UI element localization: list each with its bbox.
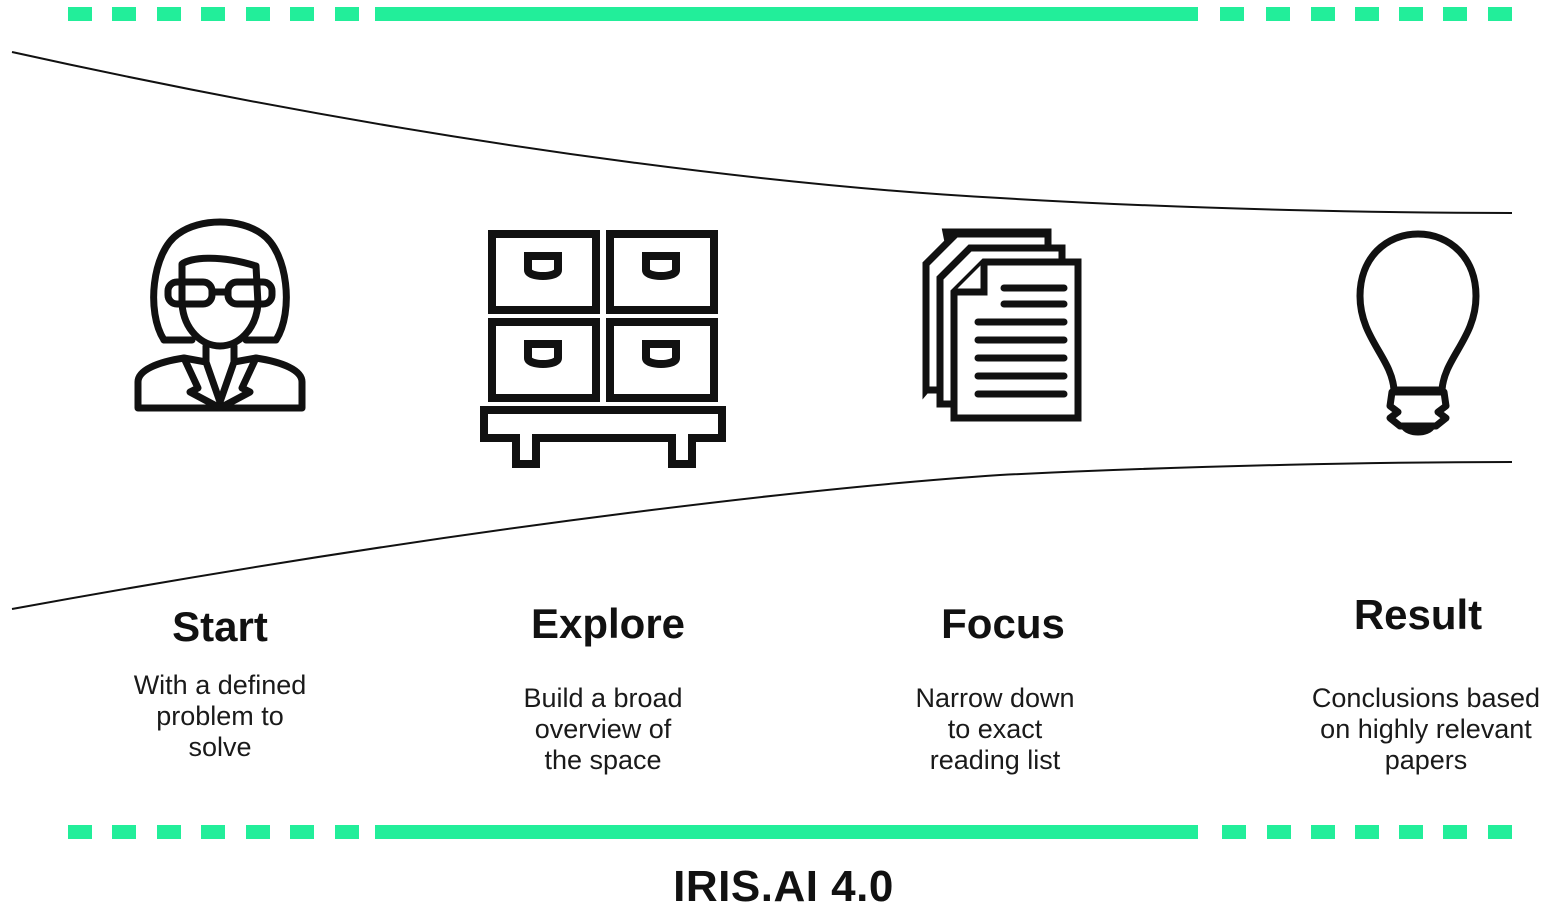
dash — [1399, 7, 1423, 21]
dash — [1355, 7, 1379, 21]
dash — [1311, 825, 1335, 839]
stage-title-start: Start — [172, 603, 268, 650]
dash — [1222, 825, 1246, 839]
dash — [1443, 7, 1467, 21]
dash — [157, 7, 181, 21]
researcher-woman-icon — [134, 218, 306, 412]
description-line: Build a broad — [523, 683, 683, 713]
dash — [201, 825, 225, 839]
dash — [157, 825, 181, 839]
dash — [246, 825, 270, 839]
dash — [1355, 825, 1379, 839]
description-line: the space — [544, 745, 662, 775]
funnel-bottom-curve — [11, 461, 1513, 610]
solid-segment — [375, 825, 1198, 839]
description-line: reading list — [929, 745, 1061, 775]
dash — [1443, 825, 1467, 839]
description-line: Narrow down — [915, 683, 1075, 713]
stage-title-result: Result — [1353, 591, 1483, 638]
stage-description-start: With a defined problem to solve — [90, 670, 350, 763]
dash — [1488, 7, 1512, 21]
dash — [246, 7, 270, 21]
top-accent-bar — [0, 7, 1567, 21]
description-line: papers — [1384, 745, 1468, 775]
dash — [112, 7, 136, 21]
dash — [1267, 825, 1291, 839]
dash — [68, 7, 92, 21]
description-line: solve — [188, 732, 252, 762]
filing-cabinet-icon — [480, 230, 726, 468]
dash — [201, 7, 225, 21]
description-line: With a defined — [133, 670, 307, 700]
stage-description-result: Conclusions based on highly relevant pap… — [1290, 683, 1562, 776]
stage-title-focus: Focus — [941, 600, 1065, 647]
dash — [1266, 7, 1290, 21]
solid-segment — [375, 7, 1198, 21]
documents-stack-icon — [922, 228, 1082, 422]
dash — [1399, 825, 1423, 839]
dash — [1220, 7, 1244, 21]
description-line: Conclusions based — [1311, 683, 1541, 713]
dash — [290, 7, 314, 21]
light-bulb-icon — [1356, 230, 1480, 436]
stage-description-explore: Build a broad overview of the space — [473, 683, 733, 776]
funnel-top-curve — [11, 51, 1513, 214]
stage-title-explore: Explore — [530, 600, 686, 647]
bottom-accent-bar — [0, 825, 1567, 839]
description-line: problem to — [156, 701, 284, 731]
dash — [335, 825, 359, 839]
dash — [335, 7, 359, 21]
footer-title: IRIS.AI 4.0 — [673, 862, 894, 911]
dash — [112, 825, 136, 839]
dash — [1311, 7, 1335, 21]
dash — [68, 825, 92, 839]
dash — [1488, 825, 1512, 839]
stage-description-focus: Narrow down to exact reading list — [865, 683, 1125, 776]
description-line: overview of — [534, 714, 672, 744]
description-line: to exact — [947, 714, 1043, 744]
description-line: on highly relevant — [1320, 714, 1532, 744]
dash — [290, 825, 314, 839]
